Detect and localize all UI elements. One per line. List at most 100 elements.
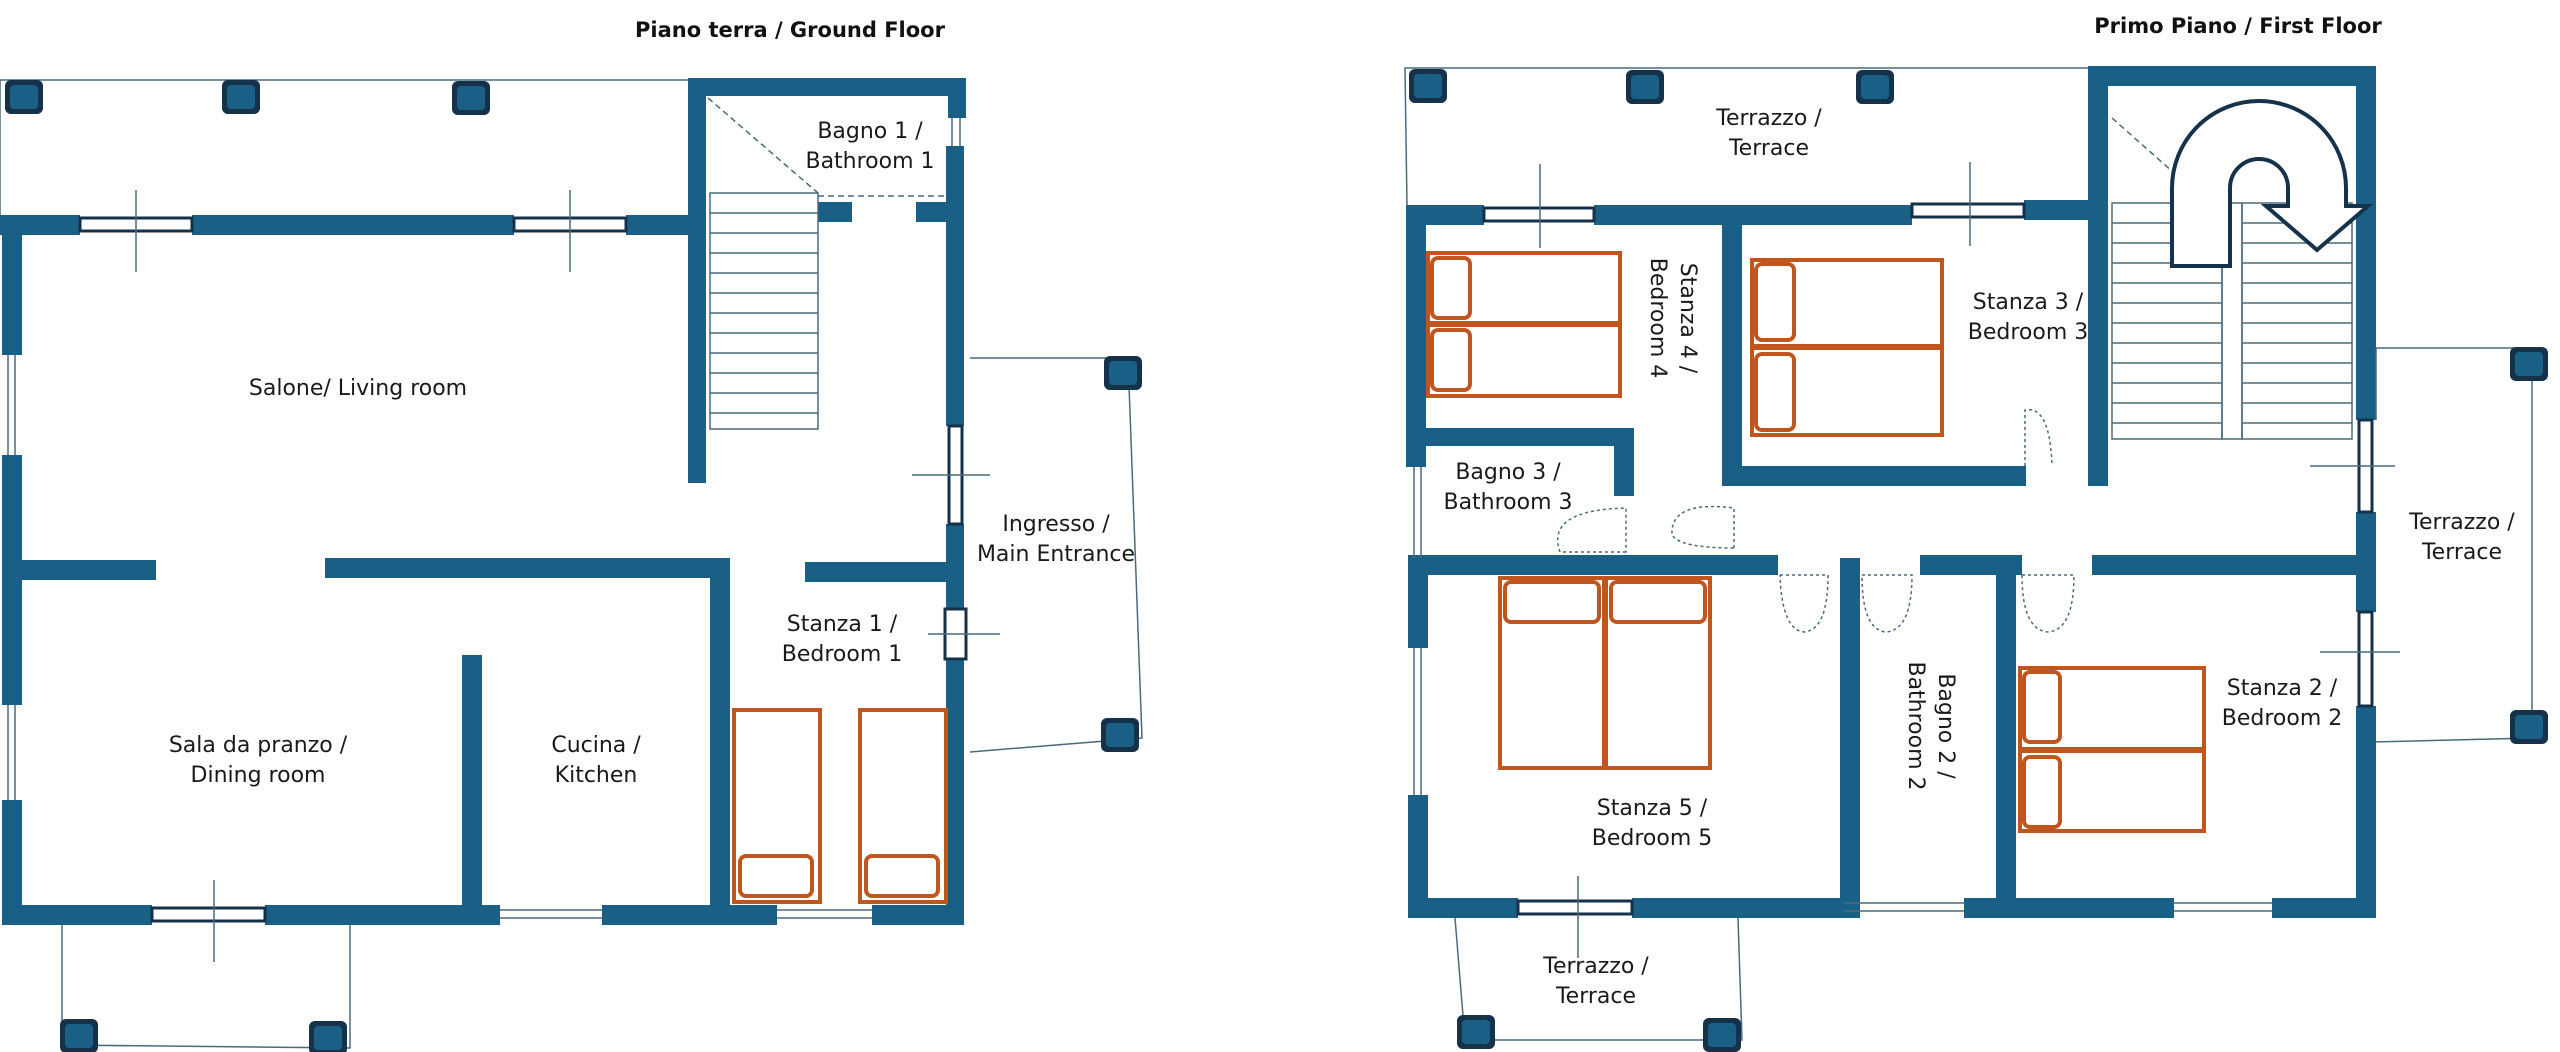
stair-direction-arrow	[2170, 99, 2374, 268]
room-label-bathroom-3: Bagno 3 / Bathroom 3	[1443, 458, 1572, 518]
wall	[688, 78, 706, 483]
bed	[1750, 258, 1944, 437]
wall	[946, 660, 964, 925]
room-label-bedroom-2: Stanza 2 / Bedroom 2	[2222, 674, 2343, 734]
door-swing	[1556, 408, 2075, 633]
room-label-line: Stanza 1 /	[786, 612, 898, 637]
wall	[2, 215, 22, 355]
window	[150, 906, 267, 923]
room-label-line: Bagno 1 /	[817, 119, 923, 144]
room-label-terrace-bottom: Terrazzo / Terrace	[1543, 952, 1648, 1012]
room-label-bathroom-1: Bagno 1 / Bathroom 1	[805, 117, 934, 177]
room-label-bedroom-5: Stanza 5 / Bedroom 5	[1592, 794, 1713, 854]
wall	[872, 905, 964, 925]
dining-terrace-outline	[61, 920, 351, 1049]
room-label-line: Bagno 3 /	[1455, 460, 1561, 485]
window	[2357, 610, 2374, 708]
room-label-line: Terrace	[2421, 540, 2503, 565]
wall	[1408, 795, 1428, 918]
wall	[1996, 558, 2016, 918]
ground-floor-title: Piano terra / Ground Floor	[635, 18, 945, 42]
room-label-line: Bedroom 5	[1591, 826, 1713, 851]
room-label-kitchen: Cucina / Kitchen	[551, 731, 640, 791]
bed	[1426, 251, 1622, 398]
room-label-bathroom-2: Bagno 2 / Bathroom 2	[1900, 661, 1960, 790]
window	[1482, 206, 1596, 223]
wall	[626, 215, 706, 235]
wall	[1408, 898, 1518, 918]
room-label-living-room: Salone/ Living room	[249, 374, 467, 404]
wall	[1594, 205, 1912, 225]
wall	[916, 202, 950, 222]
room-label-terrace-top: Terrazzo / Terrace	[1716, 104, 1821, 164]
wall	[2, 905, 152, 925]
wall	[16, 560, 156, 580]
wall	[818, 202, 852, 222]
room-label-line: Bedroom 2	[2221, 706, 2343, 731]
wall	[2, 800, 22, 925]
room-label-line: Dining room	[190, 763, 326, 788]
first-bottom-terrace-outline	[1454, 917, 1743, 1041]
wall	[2272, 898, 2376, 918]
wall	[192, 215, 514, 235]
wall	[946, 524, 964, 624]
wall	[948, 78, 966, 118]
room-label-line: Bagno 2 /	[1933, 673, 1958, 779]
wall	[2, 455, 22, 705]
room-label-main-entrance: Ingresso / Main Entrance	[977, 510, 1135, 570]
wall	[805, 562, 951, 582]
wall	[1964, 898, 2174, 918]
room-label-terrace-right: Terrazzo / Terrace	[2409, 508, 2514, 568]
wall	[710, 558, 730, 923]
room-label-line: Terrazzo /	[1716, 106, 1822, 131]
room-label-line: Salone/ Living room	[248, 376, 468, 401]
bed	[1498, 576, 1712, 770]
room-label-line: Sala da pranzo /	[168, 733, 348, 758]
first-right-terrace-outline	[2371, 347, 2533, 743]
wall	[2356, 66, 2376, 420]
window	[1910, 202, 2026, 219]
wall	[1722, 466, 2026, 486]
wall	[325, 558, 730, 578]
wall	[2356, 706, 2376, 918]
room-label-line: Terrace	[1728, 136, 1810, 161]
wall	[1406, 205, 1426, 467]
room-label-line: Terrace	[1555, 984, 1637, 1009]
room-label-line: Stanza 5 /	[1596, 796, 1708, 821]
room-label-line: Bathroom 3	[1443, 490, 1573, 515]
room-label-line: Stanza 3 /	[1972, 290, 2084, 315]
wall	[1408, 428, 1634, 446]
wall	[2092, 66, 2374, 86]
wall	[1722, 213, 1742, 485]
ground-floor-plan	[0, 78, 1143, 1052]
first-floor-plan	[1404, 66, 2548, 1052]
room-label-line: Cucina /	[551, 733, 641, 758]
ground-terrace-outline	[0, 79, 688, 222]
room-label-line: Stanza 2 /	[2226, 676, 2338, 701]
wall	[2092, 555, 2370, 575]
wall	[946, 146, 964, 426]
wall	[2088, 66, 2108, 486]
room-label-line: Ingresso /	[1002, 512, 1110, 537]
bed	[732, 708, 822, 904]
room-label-bedroom-1: Stanza 1 / Bedroom 1	[782, 610, 903, 670]
room-label-line: Bedroom 3	[1967, 320, 2089, 345]
room-label-line: Main Entrance	[976, 542, 1136, 567]
wall	[265, 905, 500, 925]
wall	[688, 78, 966, 96]
wall	[462, 655, 482, 923]
room-label-line: Bathroom 1	[805, 149, 935, 174]
wall	[1408, 558, 1428, 648]
entrance-terrace-outline	[969, 357, 1143, 753]
wall	[1840, 558, 1860, 918]
window	[1516, 899, 1634, 916]
room-label-line: Kitchen	[554, 763, 638, 788]
room-label-line: Bedroom 4	[1645, 257, 1670, 379]
bed	[2018, 666, 2206, 833]
first-floor-title: Primo Piano / First Floor	[2094, 14, 2382, 38]
wall	[1614, 428, 1634, 496]
room-label-dining-room: Sala da pranzo / Dining room	[169, 731, 347, 791]
bed	[858, 708, 948, 904]
room-label-line: Bedroom 1	[781, 642, 903, 667]
